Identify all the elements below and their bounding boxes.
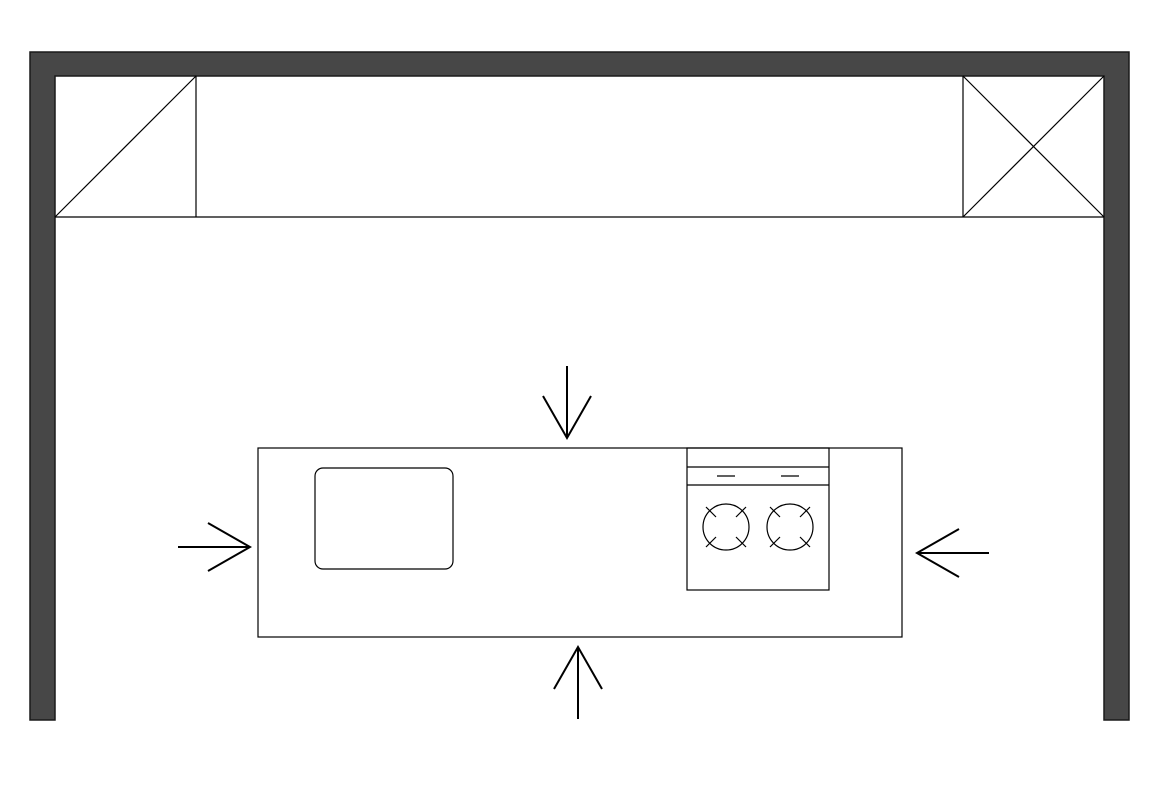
- cooktop: [686, 447, 830, 591]
- wall: [29, 51, 1130, 721]
- arrow-left: [178, 522, 253, 572]
- sink: [314, 467, 454, 570]
- arrow-bottom: [553, 644, 603, 719]
- burner-right: [766, 503, 814, 551]
- back-counter: [54, 75, 1105, 218]
- right-corner-cabinet: [962, 75, 1105, 218]
- arrow-right: [914, 528, 989, 578]
- kitchen-island: [257, 447, 903, 638]
- burner-left: [702, 503, 750, 551]
- left-corner-cabinet: [54, 75, 197, 218]
- arrow-top: [542, 366, 592, 441]
